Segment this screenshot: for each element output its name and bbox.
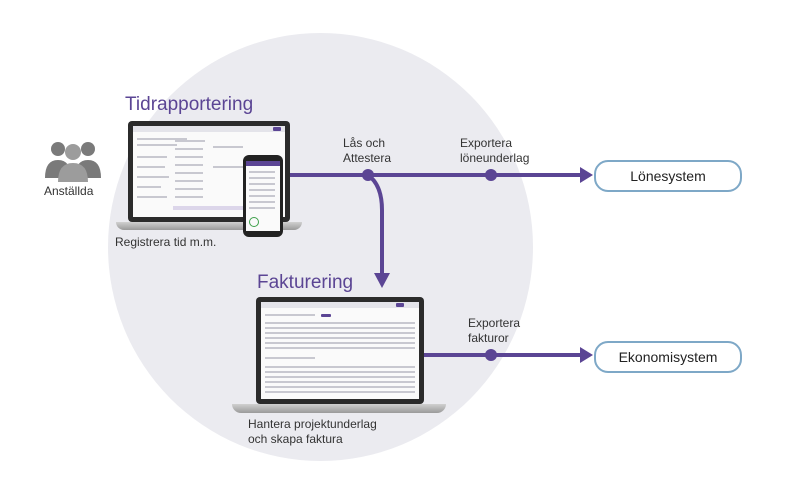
exportera-fakt-line1: Exportera bbox=[468, 316, 521, 330]
arrow-fakturering bbox=[374, 273, 390, 288]
ekonomisystem-box: Ekonomisystem bbox=[594, 341, 742, 373]
flow-branch-fakturering bbox=[366, 173, 384, 275]
las-attestera-line1: Lås och bbox=[343, 136, 386, 150]
fakturering-laptop-screen bbox=[256, 297, 424, 404]
phone-icon bbox=[243, 155, 283, 237]
exportera-fakt-line2: fakturor bbox=[468, 331, 509, 345]
exportera-lon-line1: Exportera bbox=[460, 136, 513, 150]
hantera-label: Hantera projektunderlag och skapa faktur… bbox=[248, 417, 377, 447]
las-attestera-label: Lås och Attestera bbox=[343, 136, 391, 166]
hantera-line2: och skapa faktura bbox=[248, 432, 343, 446]
registrera-label: Registrera tid m.m. bbox=[115, 235, 217, 249]
exportera-fakt-label: Exportera fakturor bbox=[468, 316, 520, 346]
tidrapportering-heading: Tidrapportering bbox=[125, 94, 254, 115]
fakturering-laptop-base bbox=[232, 404, 446, 413]
tidrapportering-laptop-base bbox=[116, 222, 302, 230]
hantera-line1: Hantera projektunderlag bbox=[248, 417, 377, 431]
node-exportera-fakt bbox=[485, 349, 497, 361]
lonesystem-box: Lönesystem bbox=[594, 160, 742, 192]
people-icon bbox=[45, 142, 101, 182]
arrow-lon bbox=[580, 167, 593, 183]
anstallda-label: Anställda bbox=[44, 184, 94, 198]
node-exportera-lon bbox=[485, 169, 497, 181]
arrow-fakt bbox=[580, 347, 593, 363]
las-attestera-line2: Attestera bbox=[343, 151, 392, 165]
exportera-lon-label: Exportera löneunderlag bbox=[460, 136, 529, 166]
fakturering-heading: Fakturering bbox=[257, 272, 354, 293]
exportera-lon-line2: löneunderlag bbox=[460, 151, 530, 165]
node-las-attestera bbox=[362, 169, 374, 181]
